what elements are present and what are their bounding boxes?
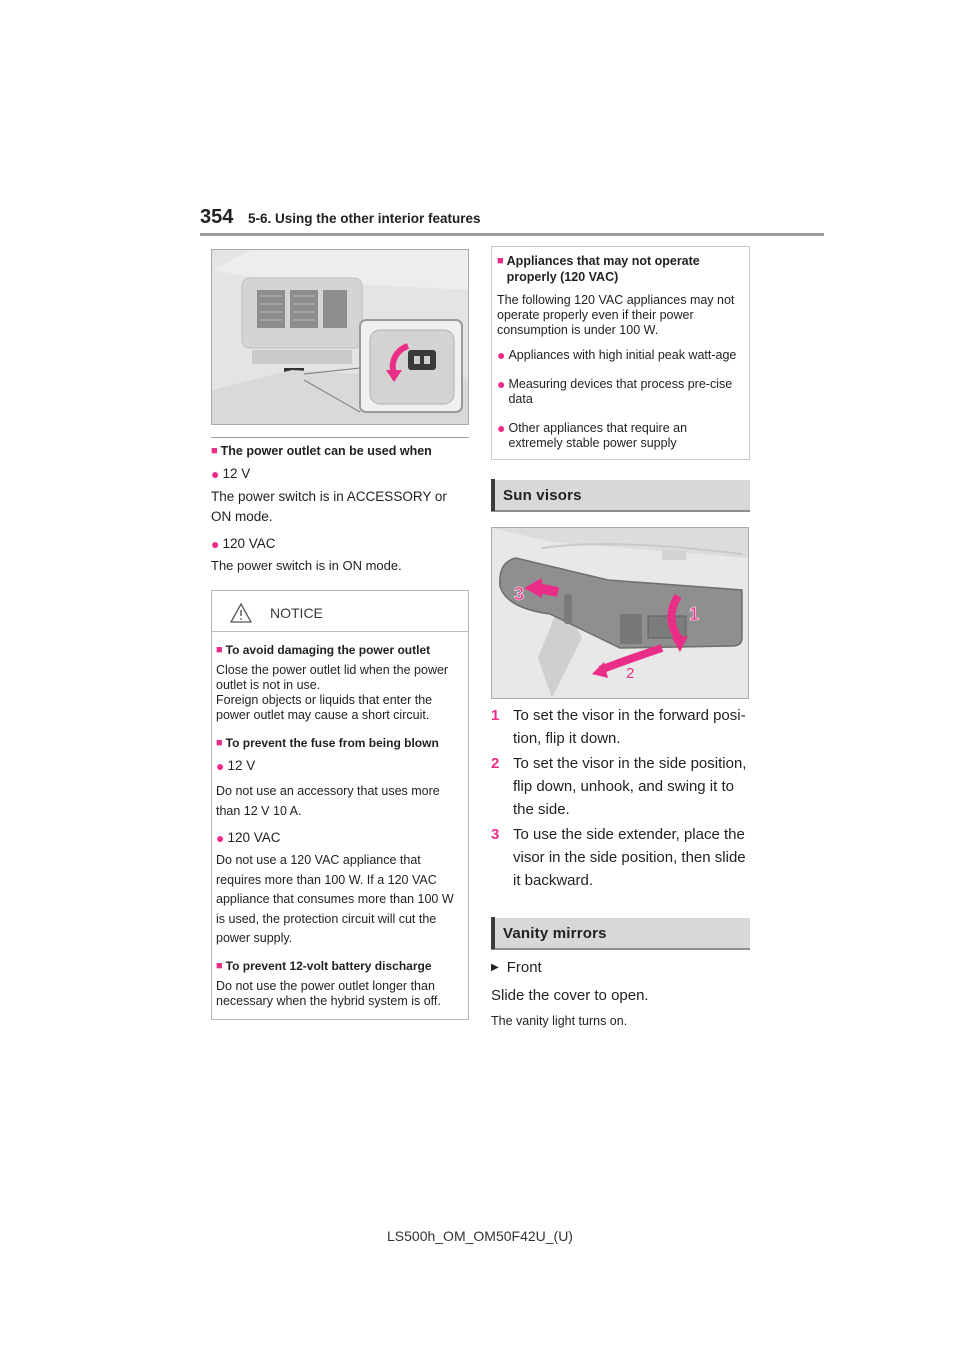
notice-box: NOTICE ■To avoid damaging the power outl… [211,590,469,1020]
page-header: 354 5-6. Using the other interior featur… [200,206,824,236]
band-marker [491,479,495,511]
text-120v: The power switch is in ON mode. [211,558,402,573]
vanity-mirrors-title: Vanity mirrors [503,924,607,942]
front-label: ▶ Front [491,959,542,976]
notice-bullet-120v: ●120 VAC [216,830,281,846]
bullet-120v: ●120 VAC [211,536,276,552]
vanity-mirrors-band: Vanity mirrors [491,917,750,950]
notice-text-12v: Do not use an accessory that uses more t… [216,784,440,818]
right-column: ■Appliances that may not operate properl… [491,246,750,1029]
page-number: 354 [200,206,234,228]
notice-heading-fuse: ■To prevent the fuse from being blown [216,736,439,750]
notice-title: NOTICE [216,601,464,625]
separator [211,437,469,438]
text-12v: The power switch is in ACCESSORY or ON m… [211,489,447,524]
sun-visors-title: Sun visors [503,486,582,504]
notice-bullet-12v: ●12 V [216,758,256,774]
notice-text-lid: Close the power outlet lid when the powe… [216,663,449,692]
appliances-text: The following 120 VAC appliances may not… [497,293,735,337]
appliances-heading: ■Appliances that may not operate properl… [497,254,700,284]
notice-text-foreign: Foreign objects or liquids that enter th… [216,693,433,722]
section-title: 5-6. Using the other interior features [248,211,481,226]
figure-label-3: 3 [514,584,524,604]
warning-icon [230,603,252,623]
notice-rule [212,631,468,632]
step-3: 3 To use the side extender, place the vi… [491,826,746,889]
sun-visors-band: Sun visors [491,479,750,512]
figure-label-2: 2 [626,665,634,682]
power-outlet-illustration [211,249,469,425]
sun-visor-illustration: 1 2 3 [491,527,749,699]
header-rule [200,233,824,236]
step-2: 2 To set the visor in the side position,… [491,755,747,818]
light-text: The vanity light turns on. [491,1014,628,1028]
appliance-bullet-stable: ●Other appliances that require an extrem… [497,420,688,451]
step-1: 1 To set the visor in the forward posi-t… [491,707,746,747]
footer-code: LS500h_OM_OM50F42U_(U) [387,1228,573,1244]
figure-label-1: 1 [689,604,699,624]
bullet-12v: ●12 V [211,466,251,482]
notice-heading-battery: ■To prevent 12-volt battery discharge [216,958,432,973]
slide-text: Slide the cover to open. [491,987,649,1004]
appliances-box: ■Appliances that may not operate properl… [491,246,750,460]
notice-text-battery: Do not use the power outlet longer than … [216,978,441,1008]
power-outlet-heading: ■The power outlet can be used when [211,444,432,458]
appliance-bullet-peak: ●Appliances with high initial peak watt-… [497,347,737,363]
appliance-bullet-measuring: ●Measuring devices that process pre-cise… [497,376,733,407]
notice-heading-damage: ■To avoid damaging the power outlet [216,643,431,657]
band-marker [491,917,495,949]
triangle-right-icon: ▶ [491,962,499,973]
left-column: ■The power outlet can be used when ●12 V… [211,249,469,1020]
notice-text-120v: Do not use a 120 VAC appliance that requ… [216,853,454,945]
